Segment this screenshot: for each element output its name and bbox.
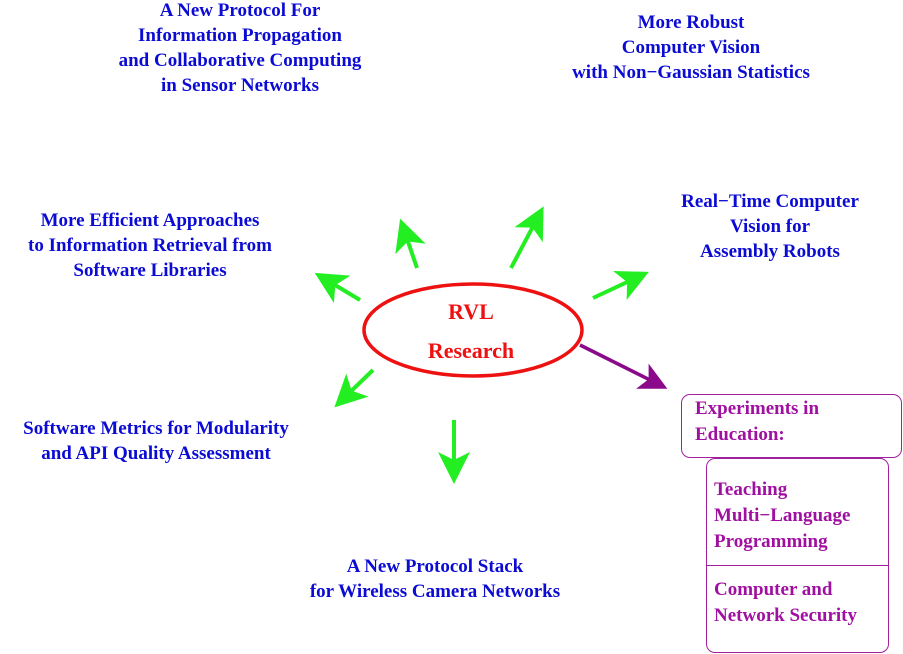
education-item-line: Multi−Language: [714, 505, 851, 526]
center-ellipse: [362, 282, 584, 378]
topic-line: Computer Vision: [621, 37, 761, 58]
topic-line: Information Propagation: [138, 25, 342, 46]
topic-software-metrics: Software Metrics for Modularity and API …: [23, 416, 289, 466]
topic-info-retrieval: More Efficient Approaches to Information…: [28, 208, 272, 283]
topic-realtime-vision: Real−Time Computer Vision for Assembly R…: [681, 189, 859, 264]
education-item-line: Programming: [714, 531, 828, 552]
topic-line: Assembly Robots: [700, 241, 840, 262]
education-items-box: Teaching Multi−Language Programming Comp…: [706, 458, 889, 653]
topic-line: with Non−Gaussian Statistics: [572, 62, 810, 83]
education-title-line: Experiments in: [695, 398, 820, 419]
topic-line: for Wireless Camera Networks: [309, 581, 561, 602]
arrow-realtime-vision: [592, 270, 649, 300]
topic-line: Real−Time Computer: [681, 191, 859, 212]
education-title-line: Education:: [695, 424, 785, 445]
topic-line: in Sensor Networks: [161, 75, 319, 96]
center-line1: RVL: [448, 299, 494, 324]
topic-line: and Collaborative Computing: [118, 50, 362, 71]
topic-robust-vision: More Robust Computer Vision with Non−Gau…: [572, 10, 810, 85]
topic-line: Software Libraries: [73, 260, 227, 281]
topic-line: Vision for: [729, 216, 811, 237]
education-item-security: Computer and Network Security: [707, 577, 857, 629]
education-item-line: Teaching: [714, 479, 788, 500]
center-line2: Research: [427, 338, 515, 363]
topic-line: More Efficient Approaches: [40, 210, 260, 231]
arrow-robust-vision: [509, 206, 544, 269]
education-item-line: Computer and: [714, 579, 833, 600]
education-title-box: Experiments in Education:: [681, 394, 902, 458]
topic-line: and API Quality Assessment: [41, 443, 271, 464]
topic-sensor-networks: A New Protocol For Information Propagati…: [119, 0, 362, 98]
topic-line: A New Protocol Stack: [346, 556, 524, 577]
topic-line: Software Metrics for Modularity: [23, 418, 289, 439]
education-item-line: Network Security: [714, 605, 857, 626]
arrow-sensor-networks: [395, 218, 426, 269]
topic-camera-networks: A New Protocol Stack for Wireless Camera…: [310, 554, 560, 604]
topic-line: to Information Retrieval from: [28, 235, 272, 256]
education-item-programming: Teaching Multi−Language Programming: [707, 477, 850, 555]
topic-line: More Robust: [637, 12, 745, 33]
arrow-software-metrics: [334, 368, 375, 408]
topic-line: A New Protocol For: [159, 0, 321, 21]
arrow-info-retrieval: [314, 272, 362, 304]
center-label: RVL Research: [428, 292, 514, 370]
arrow-education: [579, 343, 668, 389]
education-divider: [707, 565, 888, 566]
